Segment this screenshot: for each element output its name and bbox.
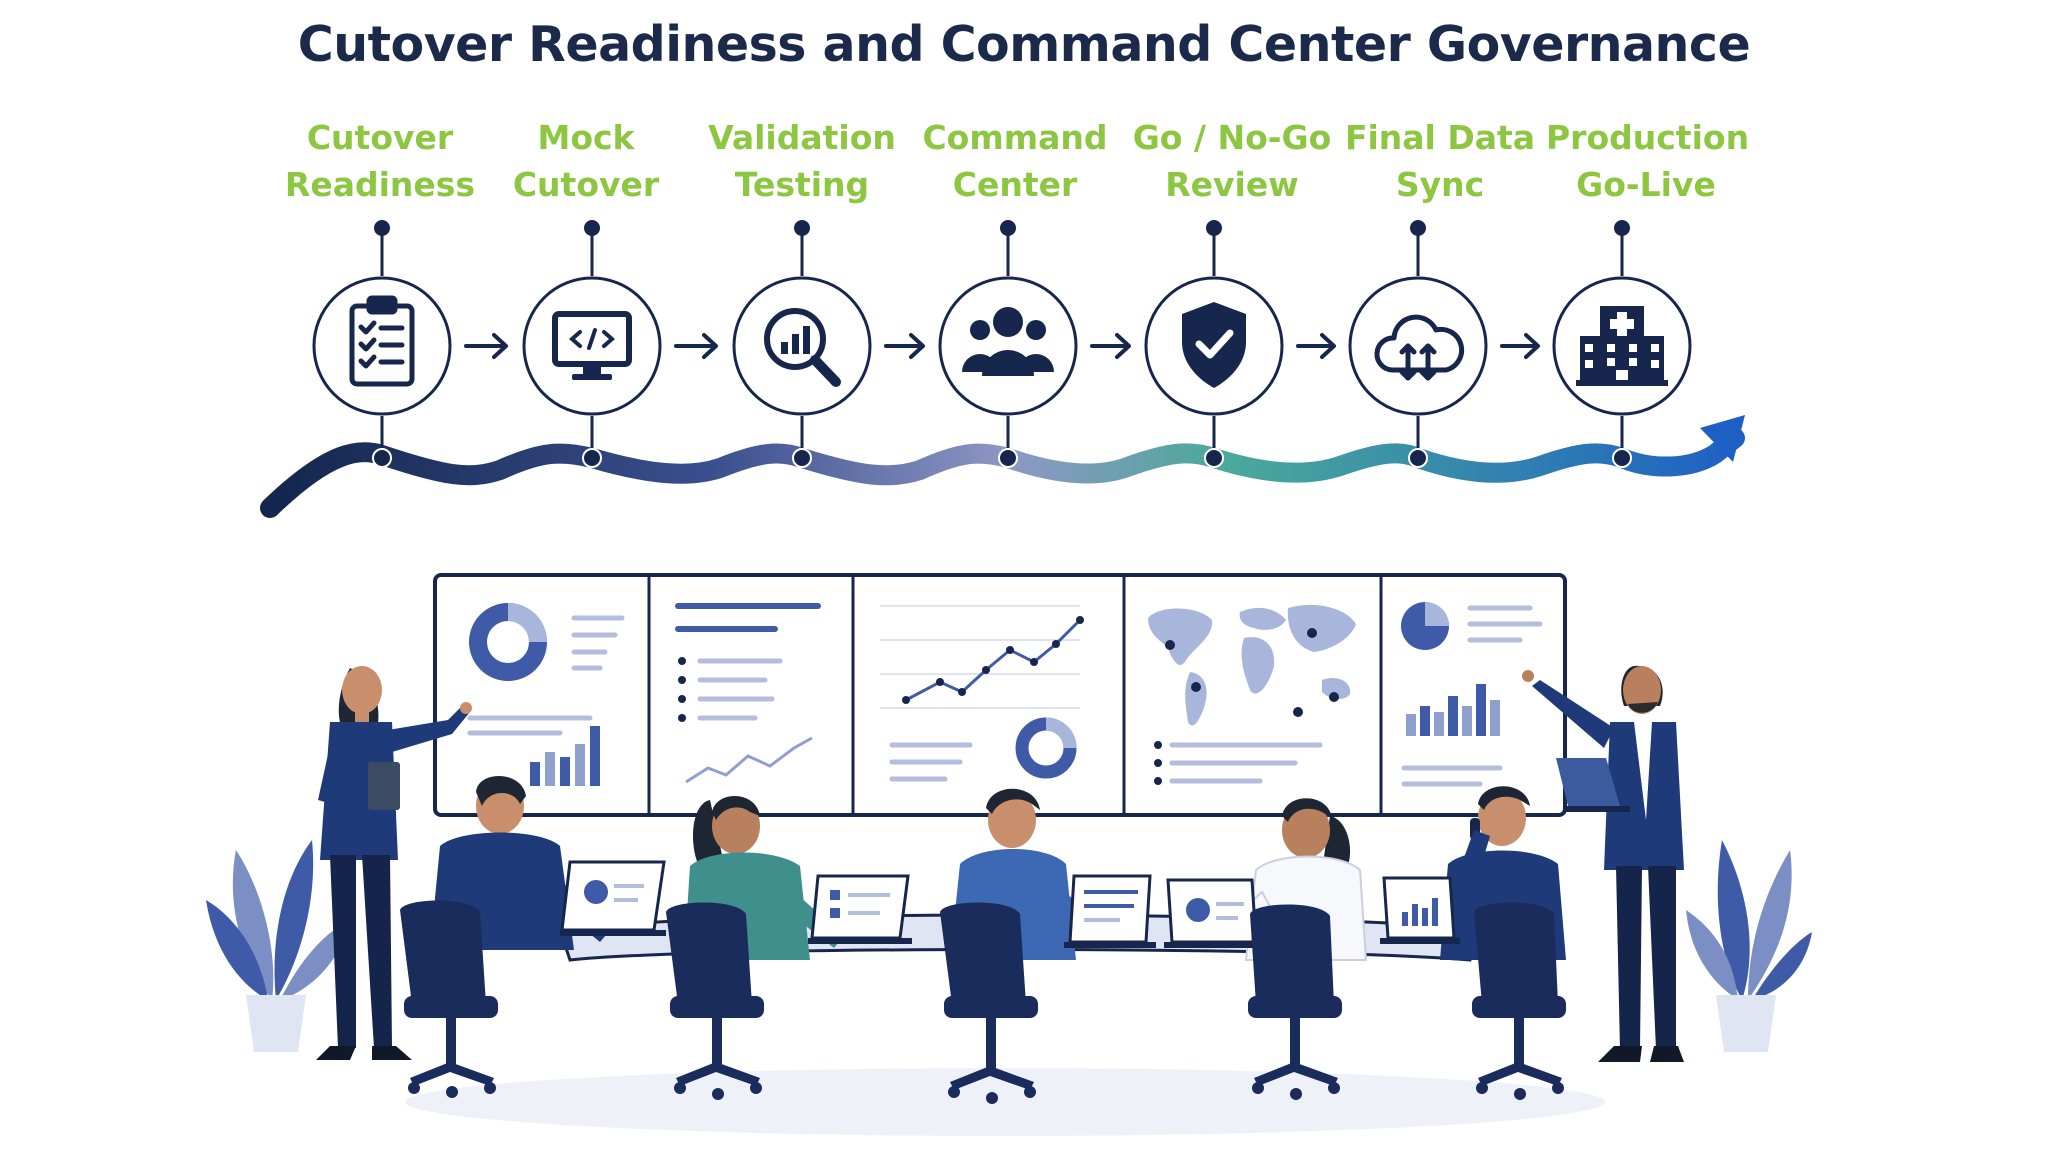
diagram-title: Cutover Readiness and Command Center Gov… xyxy=(297,16,1751,73)
world-map-icon xyxy=(1148,604,1356,726)
office-chair xyxy=(400,900,498,1098)
pie-chart-icon xyxy=(1401,602,1449,650)
stage-node xyxy=(1348,220,1488,468)
dashboard-lines xyxy=(1401,605,1543,787)
donut-chart-icon xyxy=(1015,717,1077,779)
arrow-right-icon xyxy=(884,333,925,359)
arrow-right-icon xyxy=(1500,333,1540,359)
code-monitor-icon xyxy=(552,311,632,380)
standing-presenter-woman xyxy=(316,666,472,1060)
arrow-right-icon xyxy=(674,333,718,359)
map-pin-icon xyxy=(1165,628,1339,717)
office-chair xyxy=(1248,904,1342,1100)
hospital-building-icon xyxy=(1576,306,1668,386)
laptop-icon xyxy=(1064,874,1156,948)
stage-nodes xyxy=(312,220,1692,468)
laptop-icon xyxy=(560,860,666,936)
dashboard-lines xyxy=(889,742,973,782)
office-chair xyxy=(1472,902,1566,1100)
trend-chart-icon xyxy=(880,605,1084,709)
donut-chart-icon xyxy=(469,603,547,681)
bar-chart-icon xyxy=(1406,684,1500,736)
bar-chart-icon xyxy=(530,726,600,786)
arrow-right-icon xyxy=(1296,333,1336,359)
arrow-right-icon xyxy=(1090,333,1131,359)
laptop-icon xyxy=(1380,876,1460,944)
office-chair xyxy=(666,902,764,1100)
arrow-right-icon xyxy=(464,333,508,359)
standing-presenter-man xyxy=(1522,665,1684,1062)
dashboard-lines xyxy=(1154,741,1323,785)
wave-arrowhead xyxy=(1700,415,1745,462)
magnifier-chart-icon xyxy=(764,308,841,387)
line-chart-icon xyxy=(685,736,813,784)
laptop-icon xyxy=(808,874,912,944)
clipboard-checklist-icon xyxy=(349,295,415,387)
progress-list-icon xyxy=(675,603,821,722)
shield-check-icon xyxy=(1182,302,1246,388)
video-wall xyxy=(433,573,1567,817)
office-chair xyxy=(940,902,1038,1104)
team-group-icon xyxy=(962,307,1054,376)
stage-node xyxy=(938,220,1078,468)
flow-arrows xyxy=(464,333,1540,359)
progress-wave xyxy=(260,428,1745,518)
potted-plant xyxy=(1686,840,1812,1052)
floor-shadow xyxy=(405,1068,1605,1136)
laptop-icon xyxy=(1164,878,1260,948)
dashboard-lines xyxy=(467,615,625,736)
potted-plant xyxy=(206,840,352,1052)
cloud-sync-icon xyxy=(1374,314,1465,381)
stage-node xyxy=(732,220,872,468)
